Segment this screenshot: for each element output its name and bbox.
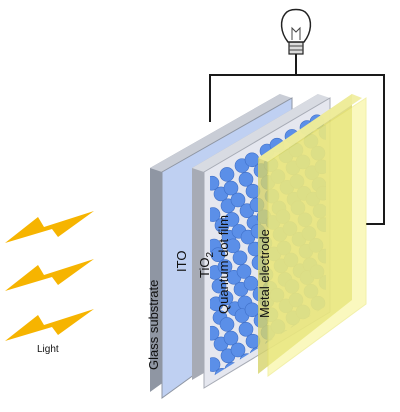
quantum-dot xyxy=(210,247,226,262)
quantum-dot xyxy=(223,330,239,346)
quantum-dot xyxy=(210,357,221,372)
quantum-dot xyxy=(238,321,254,337)
quantum-dot xyxy=(217,259,233,274)
light-label: Light xyxy=(37,344,59,355)
quantum-dot xyxy=(219,167,235,182)
quantum-dot xyxy=(230,342,246,358)
quantum-dot xyxy=(238,171,254,187)
quantum-dot xyxy=(232,250,248,266)
quantum-dot xyxy=(219,317,235,332)
circuit-wire xyxy=(209,74,385,225)
quantum-dot xyxy=(236,264,252,279)
quantum-dot xyxy=(223,180,239,196)
lightning-bolt-icon xyxy=(5,211,94,243)
metal-electrode-layer xyxy=(258,94,367,377)
quantum-dot xyxy=(245,183,261,199)
ito-label: ITO xyxy=(174,251,189,272)
quantum-dot xyxy=(224,212,240,227)
metal-electrode-label: Metal electrode xyxy=(257,229,272,318)
quantum-dot xyxy=(211,278,227,294)
glass-substrate-label: Glass substrate xyxy=(146,280,161,370)
quantum-dot xyxy=(210,207,221,222)
quantum-dot xyxy=(210,175,220,191)
lightning-bolt-icon xyxy=(5,259,94,291)
light-rays xyxy=(5,211,94,341)
quantum-dot xyxy=(210,325,220,341)
tio2-label: TiO2 xyxy=(197,252,216,278)
lightning-bolt-icon xyxy=(5,309,94,341)
quantum-dot xyxy=(225,238,241,254)
quantum-dot xyxy=(218,290,234,306)
light-bulb-icon xyxy=(280,8,312,75)
quantum-dot-film-label: Quantum dot film xyxy=(216,215,231,314)
quantum-dot xyxy=(230,192,246,208)
quantum-dot xyxy=(245,333,261,349)
